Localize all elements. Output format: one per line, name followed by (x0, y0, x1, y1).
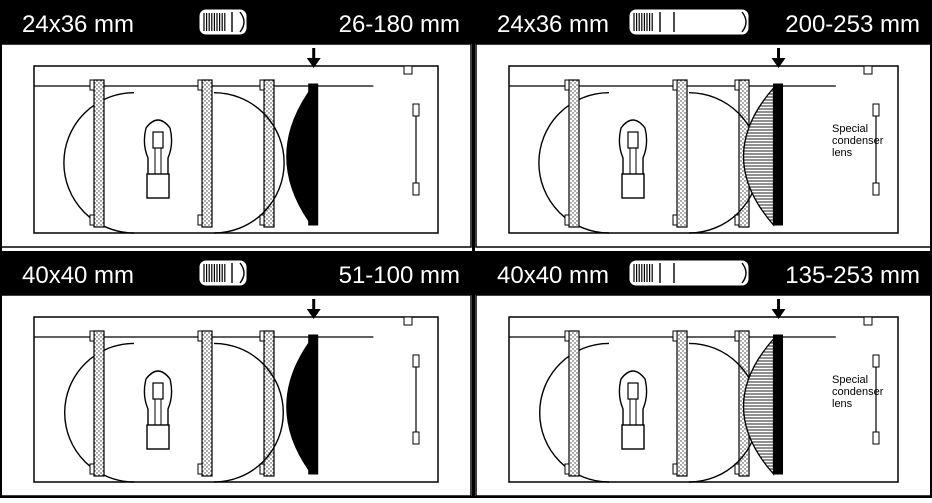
special-condenser-lens (743, 86, 775, 227)
holder-clip (672, 214, 678, 226)
slide-gate (308, 83, 319, 226)
holder-clip (89, 79, 95, 91)
slide-clip (412, 182, 420, 196)
focal-range-label: 51-100 mm (339, 262, 460, 289)
panel-body (475, 294, 932, 497)
slide-clip (872, 103, 880, 117)
lamp-filament (152, 131, 164, 149)
slide-clip (872, 354, 880, 368)
holder-clip (197, 463, 203, 475)
slide-clip (872, 182, 880, 196)
heat-filter-holder (201, 330, 213, 477)
slide-gate (308, 334, 319, 475)
condenser-note-line: Special (832, 374, 868, 386)
holder-clip (672, 330, 678, 342)
panel-body (0, 294, 472, 497)
heat-filter-holder (93, 79, 105, 228)
arrow-head-icon (771, 58, 786, 68)
heat-filter-holder (568, 79, 580, 228)
holder-clip (734, 330, 740, 342)
lens-front (239, 11, 245, 33)
panel-1: 24x36 mm 26-180 mm (0, 0, 472, 248)
special-condenser-lens (743, 337, 775, 476)
housing-notch (403, 65, 413, 75)
holder-clip (734, 79, 740, 91)
condenser-lens (286, 90, 310, 223)
holder-clip (259, 463, 265, 475)
slide-gate (773, 334, 784, 475)
lamp-socket (621, 424, 645, 450)
holder-clip (89, 214, 95, 226)
condenser-note-line: Special (832, 123, 868, 135)
heat-filter-holder (263, 79, 275, 228)
heat-filter-holder (676, 330, 688, 477)
slide-clip (412, 103, 420, 117)
lamp-socket (146, 173, 170, 199)
holder-clip (259, 79, 265, 91)
condenser-note-line: condenser (832, 135, 884, 147)
aspheric-lens (213, 342, 284, 483)
holder-clip (259, 214, 265, 226)
holder-clip (197, 79, 203, 91)
holder-clip (89, 463, 95, 475)
lens-front (741, 11, 747, 33)
condenser-note-line: lens (832, 398, 853, 410)
focal-range-label: 135-253 mm (785, 262, 920, 289)
condenser-lens (286, 341, 310, 472)
housing-notch (863, 316, 873, 326)
housing-notch (863, 65, 873, 75)
holder-clip (564, 463, 570, 475)
heat-filter-holder (676, 79, 688, 228)
lamp-filament (627, 382, 639, 400)
arrow-head-icon (306, 309, 321, 319)
lamp-filament (152, 382, 164, 400)
holder-clip (734, 463, 740, 475)
holder-clip (89, 330, 95, 342)
holder-clip (197, 214, 203, 226)
holder-clip (672, 463, 678, 475)
holder-clip (734, 214, 740, 226)
aspheric-lens (213, 92, 285, 234)
heat-filter-holder (263, 330, 275, 477)
focal-range-label: 26-180 mm (339, 11, 460, 38)
format-label: 40x40 mm (497, 262, 609, 289)
format-label: 24x36 mm (22, 11, 134, 38)
slide-gate (773, 83, 784, 226)
lens-barrel-icon (629, 9, 749, 35)
condenser-note-line: lens (832, 147, 853, 159)
holder-clip (564, 330, 570, 342)
heat-filter-holder (568, 330, 580, 477)
holder-clip (564, 79, 570, 91)
lens-front (741, 262, 747, 284)
arrow-head-icon (771, 309, 786, 319)
holder-clip (259, 330, 265, 342)
panel-body (475, 43, 932, 248)
housing-notch (403, 316, 413, 326)
heat-filter-holder (93, 330, 105, 477)
lamp-filament (627, 131, 639, 149)
lens-front (239, 262, 245, 284)
focal-range-label: 200-253 mm (785, 11, 920, 38)
holder-clip (564, 214, 570, 226)
slide-clip (412, 354, 420, 368)
lens-barrel-icon (629, 260, 749, 286)
holder-clip (672, 79, 678, 91)
panel-3: 40x40 mm 51-100 mm (0, 251, 472, 497)
format-label: 24x36 mm (497, 11, 609, 38)
heat-filter-holder (201, 79, 213, 228)
slide-clip (412, 431, 420, 445)
arrow-head-icon (306, 58, 321, 68)
panel-body (0, 43, 472, 248)
lamp-socket (621, 173, 645, 199)
slide-clip (872, 431, 880, 445)
lamp-socket (146, 424, 170, 450)
holder-clip (197, 330, 203, 342)
condenser-note-line: condenser (832, 386, 884, 398)
format-label: 40x40 mm (22, 262, 134, 289)
